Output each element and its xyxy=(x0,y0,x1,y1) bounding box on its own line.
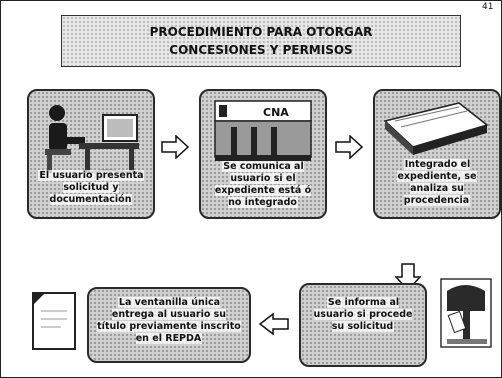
person-at-desk-icon xyxy=(45,105,142,174)
mailbox-icon xyxy=(440,278,492,348)
step-5-text: La ventanilla única entrega al usuario s… xyxy=(97,297,241,344)
step-2-tile: CNA Se comunica al usuario si el expedie… xyxy=(199,89,327,219)
step-2-text: Se comunica al usuario si el expediente … xyxy=(214,161,312,208)
step-1-tile: El usuario presenta solicitud y document… xyxy=(27,89,155,219)
step-5-tile: La ventanilla única entrega al usuario s… xyxy=(87,287,251,363)
page-number: 41 xyxy=(482,2,494,12)
title-line-2: CONCESIONES Y PERMISOS xyxy=(169,43,353,57)
document-icon xyxy=(32,292,76,350)
step-4-text: Se informa al usuario si procede su soli… xyxy=(313,297,413,332)
title-line-1: PROCEDIMIENTO PARA OTORGAR xyxy=(149,25,373,39)
step-3-text: Integrado el expediente, se analiza su p… xyxy=(397,159,477,206)
file-folder-icon xyxy=(383,102,489,155)
step-1-text: El usuario presenta solicitud y document… xyxy=(38,170,144,205)
counter-sign-text: CNA xyxy=(263,106,289,119)
step-4-tile: Se informa al usuario si procede su soli… xyxy=(299,283,427,367)
title-banner: PROCEDIMIENTO PARA OTORGAR CONCESIONES Y… xyxy=(61,15,461,67)
right-arrow-icon xyxy=(161,135,189,159)
office-counter-icon: CNA xyxy=(214,100,312,161)
left-arrow-icon xyxy=(259,313,289,335)
step-3-tile: Integrado el expediente, se analiza su p… xyxy=(373,89,501,219)
right-arrow-icon xyxy=(335,135,363,159)
